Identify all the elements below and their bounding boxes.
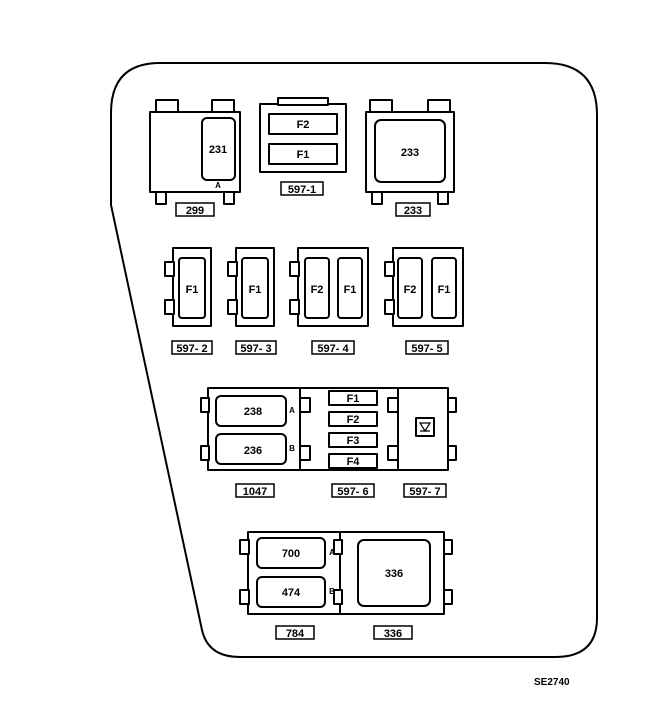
reference-code: SE2740 (534, 677, 570, 688)
tag-299-box (175, 202, 215, 217)
relay-784: 700 A 474 B (239, 531, 341, 615)
relay-784-pin-b: B (329, 587, 335, 596)
tag-597-7-box (403, 483, 447, 498)
tag-597-5-box (405, 340, 449, 355)
tag-336: 336 (384, 628, 402, 640)
tag-1047: 1047 (243, 486, 267, 498)
relay-784-pin-a: A (329, 548, 335, 557)
relay-236-label: 236 (244, 445, 262, 457)
fuse-block-597-1: F2 F1 (259, 97, 347, 173)
relay-299-pin-a: A (215, 181, 221, 190)
relay-1047-pin-b: B (289, 444, 295, 453)
fuse-597-2-f1: F1 (186, 284, 199, 296)
tag-597-1: 597-1 (288, 184, 316, 196)
fuse-597-5-f1: F1 (438, 284, 451, 296)
fuse-holder-597-4: F2 F1 (289, 247, 369, 327)
relay-233: 233 (365, 99, 455, 205)
fuse-597-3-f1: F1 (249, 284, 262, 296)
relay-231-label: 231 (209, 144, 227, 156)
fuse-597-5-f2: F2 (404, 284, 417, 296)
fuse-597-4-f2: F2 (311, 284, 324, 296)
fuse-holder-597-5: F2 F1 (384, 247, 464, 327)
relay-233-label: 233 (401, 147, 419, 159)
tag-336-box (373, 625, 413, 640)
fuse-597-1-f2: F2 (297, 119, 310, 131)
tag-597-6-box (331, 483, 375, 498)
fuse-holder-597-2: F1 (164, 247, 212, 327)
fuse-box-outline (110, 62, 598, 658)
tag-597-3: 597- 3 (240, 343, 271, 355)
relay-238-label: 238 (244, 406, 262, 418)
tag-597-4: 597- 4 (317, 343, 349, 355)
relay-299: 231 A (149, 99, 241, 205)
relay-336: 336 (333, 531, 453, 615)
tag-784-box (275, 625, 315, 640)
tag-597-1-box (280, 181, 324, 196)
relay-1047: 238 A 236 B (200, 387, 301, 471)
relay-700-label: 700 (282, 548, 300, 560)
tag-233-box (395, 202, 431, 217)
tag-597-5: 597- 5 (411, 343, 442, 355)
fuse-597-6-f2: F2 (347, 414, 360, 426)
diode-icon (418, 422, 432, 433)
relay-474-label: 474 (282, 587, 301, 599)
fuse-holder-597-3: F1 (227, 247, 275, 327)
tag-597-7: 597- 7 (409, 486, 440, 498)
tag-1047-box (235, 483, 275, 498)
tag-597-4-box (311, 340, 355, 355)
tag-597-3-box (235, 340, 277, 355)
tag-299: 299 (186, 205, 204, 217)
tag-784: 784 (286, 628, 305, 640)
diode-holder-597-7 (397, 387, 457, 471)
tag-597-6: 597- 6 (337, 486, 368, 498)
tag-597-2-box (171, 340, 213, 355)
tag-233: 233 (404, 205, 422, 217)
relay-1047-pin-a: A (289, 406, 295, 415)
tag-597-2: 597- 2 (176, 343, 207, 355)
fuse-597-6-f3: F3 (347, 435, 360, 447)
fuse-597-6-f4: F4 (347, 456, 361, 468)
fuse-597-6-f1: F1 (347, 393, 360, 405)
fuse-597-4-f1: F1 (344, 284, 357, 296)
relay-336-label: 336 (385, 568, 403, 580)
fuse-597-1-f1: F1 (297, 149, 310, 161)
fuse-block-597-6: F1 F2 F3 F4 (299, 387, 399, 471)
